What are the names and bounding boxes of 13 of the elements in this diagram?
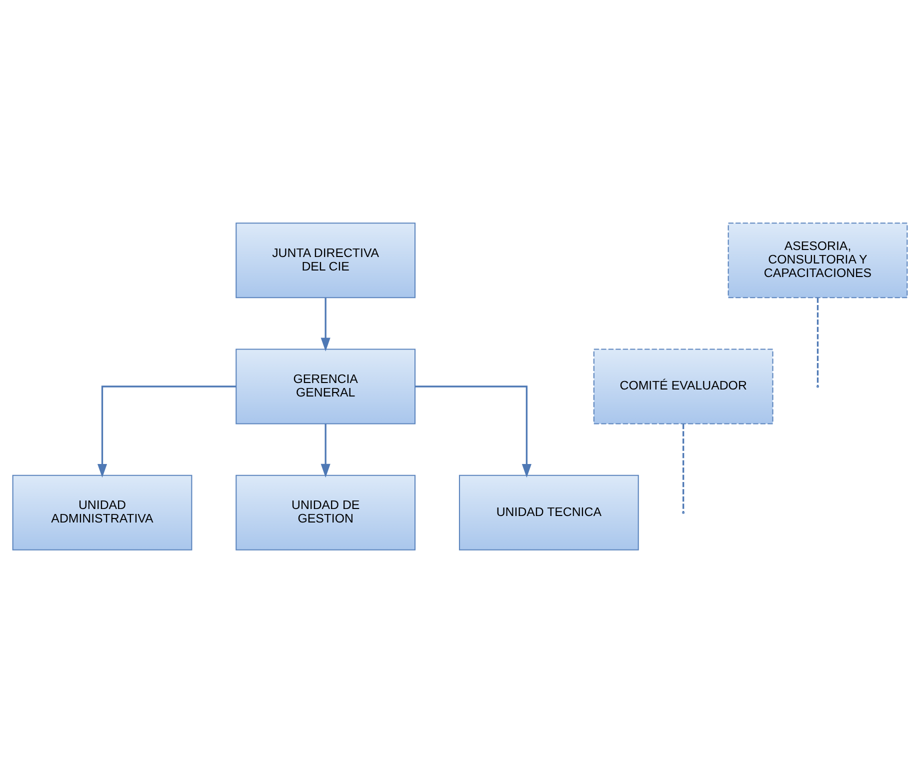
- node-box: ASESORIA, CONSULTORIA Y CAPACITACIONES: [728, 222, 908, 298]
- node-box: GERENCIA GENERAL: [236, 348, 416, 424]
- node-box: COMITÉ EVALUADOR: [593, 348, 774, 424]
- node-box: UNIDAD DE GESTION: [236, 474, 416, 550]
- connector: [816, 298, 819, 386]
- arrow: [97, 386, 236, 478]
- connector: [682, 424, 684, 512]
- node-box: JUNTA DIRECTIVA DEL CIE: [236, 222, 416, 298]
- arrow: [415, 386, 532, 478]
- arrow: [320, 424, 330, 478]
- node-box: UNIDAD TECNICA: [458, 474, 639, 550]
- node-box: UNIDAD ADMINISTRATIVA: [12, 474, 192, 550]
- arrow: [320, 298, 330, 352]
